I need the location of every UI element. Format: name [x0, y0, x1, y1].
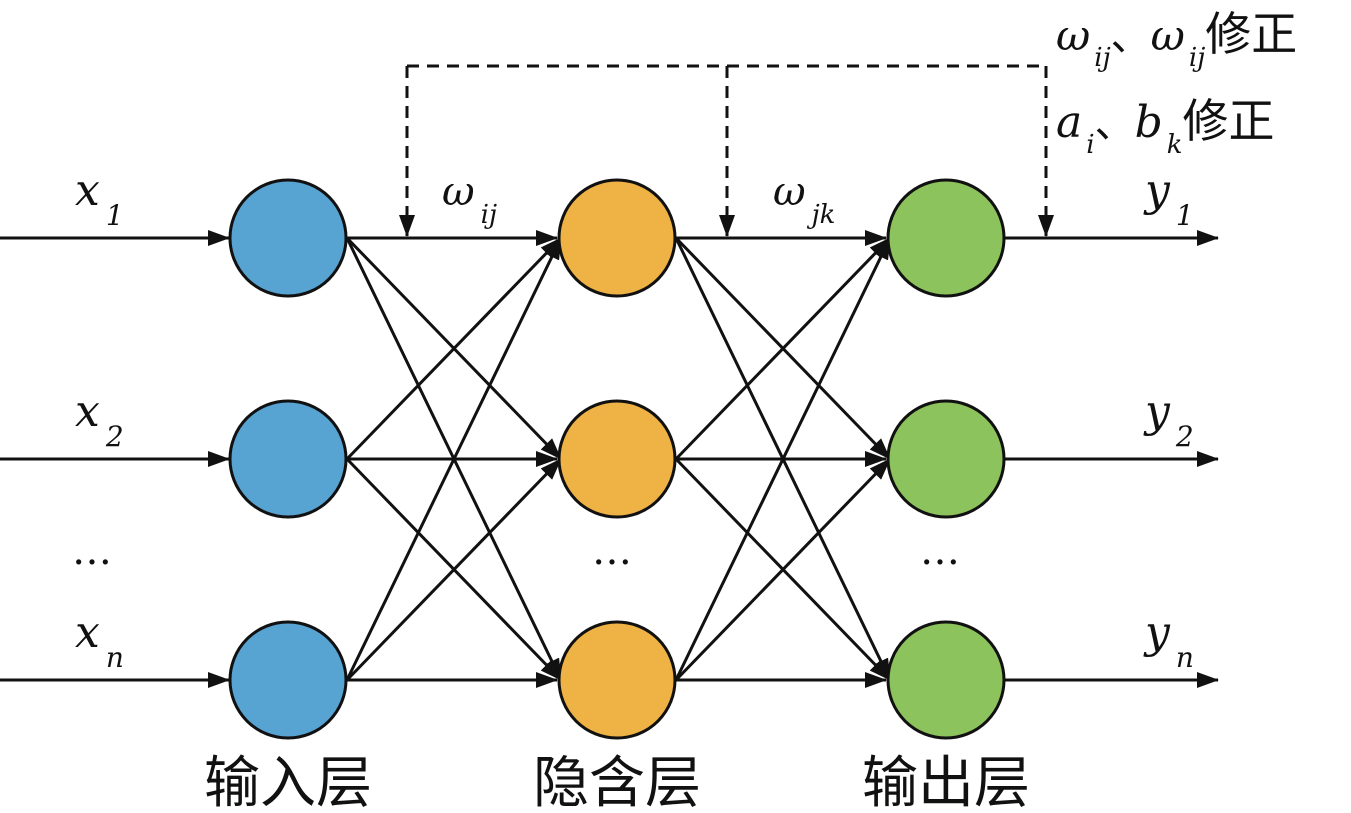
hidden-node-2: [557, 399, 677, 519]
edge-i2-h1: [345, 236, 563, 461]
ellipsis-hidden: …: [592, 528, 632, 574]
input-layer-label: 输入层: [204, 751, 372, 813]
edge-h2-o1: [674, 236, 892, 461]
feedback-path: [399, 64, 1054, 237]
edge-i3-h1: [345, 237, 563, 681]
input-node-n: [228, 620, 348, 740]
output-node-1: [886, 178, 1006, 298]
connections-hidden-output: [674, 230, 892, 688]
output-node-n: [886, 620, 1006, 740]
output-layer-label: 输出层: [862, 751, 1030, 813]
hidden-layer-nodes: [557, 178, 677, 740]
connections-input-hidden: [345, 230, 563, 688]
edge-h3-o2: [674, 457, 892, 682]
edge-i3-h2: [345, 457, 563, 682]
output-arrows: [1004, 230, 1219, 688]
hidden-node-1: [557, 178, 677, 298]
input-arrows: [0, 230, 230, 688]
input-node-2: [228, 399, 348, 519]
ellipsis-output: …: [920, 528, 960, 574]
input-layer-nodes: [228, 178, 348, 740]
ellipsis-marks: … … …: [72, 528, 960, 574]
hidden-layer-label: 隐含层: [533, 751, 701, 813]
hidden-node-n: [557, 620, 677, 740]
output-layer-nodes: [886, 178, 1006, 740]
output-node-2: [886, 399, 1006, 519]
ellipsis-inputs: …: [72, 528, 112, 574]
layer-labels: 输入层 隐含层 输出层: [204, 751, 1030, 813]
edge-h3-o1: [674, 237, 892, 681]
input-node-1: [228, 178, 348, 298]
